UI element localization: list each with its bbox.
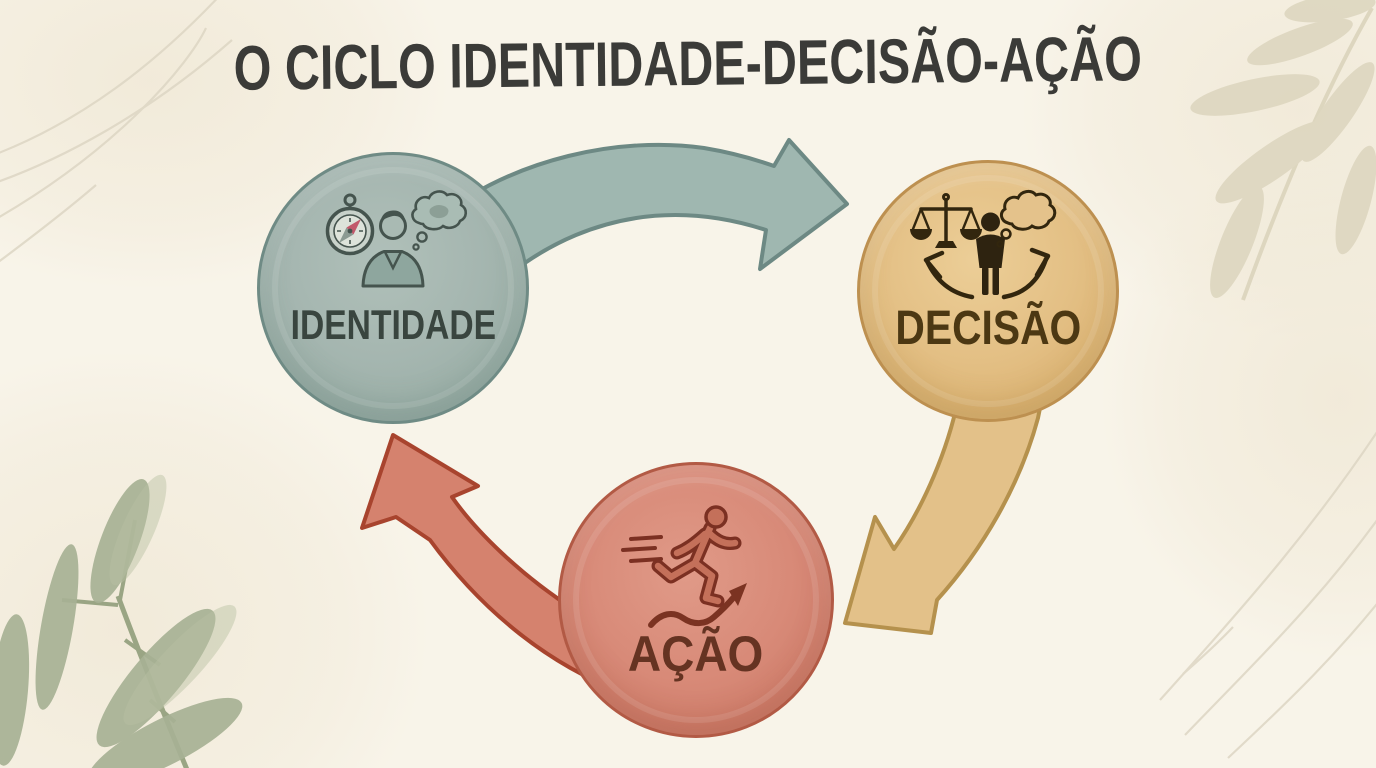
node-label-acao: AÇÃO — [628, 626, 764, 682]
acao-icons — [621, 505, 747, 628]
person-thinking-icon — [361, 210, 425, 288]
thought-bubble-icon — [411, 190, 468, 251]
leaf-branch-bottom-left-icon — [0, 474, 243, 768]
decisao-icons — [910, 189, 1057, 300]
arrow-identidade-to-decisao — [436, 138, 849, 334]
running-person-icon — [651, 505, 742, 608]
cycle-node-acao: AÇÃO — [558, 462, 834, 738]
wavy-arrow-icon — [648, 583, 747, 628]
identidade-icons — [325, 190, 468, 288]
line-strokes-bottom-right — [1159, 431, 1376, 759]
person-silhouette-icon — [976, 212, 1005, 295]
line-strokes-top-left — [0, 0, 233, 263]
compass-icon — [325, 193, 375, 256]
wash-blob-bottom-left — [0, 350, 430, 768]
arrow-decisao-to-acao — [843, 396, 1044, 635]
cycle-node-decisao: DECISÃO — [857, 160, 1119, 422]
balance-scale-icon — [910, 193, 982, 248]
node-label-decisao: DECISÃO — [895, 302, 1081, 355]
speed-lines-icon — [621, 535, 663, 563]
thought-bubble-icon — [996, 189, 1057, 248]
page-title: O CICLO IDENTIDADE-DECISÃO-AÇÃO — [233, 24, 1143, 104]
cycle-node-identidade: IDENTIDADE — [257, 152, 529, 424]
diverging-arrows-icon — [923, 247, 1051, 300]
leaf-branch-top-right-icon — [1190, 0, 1376, 301]
node-label-identidade: IDENTIDADE — [290, 301, 496, 348]
